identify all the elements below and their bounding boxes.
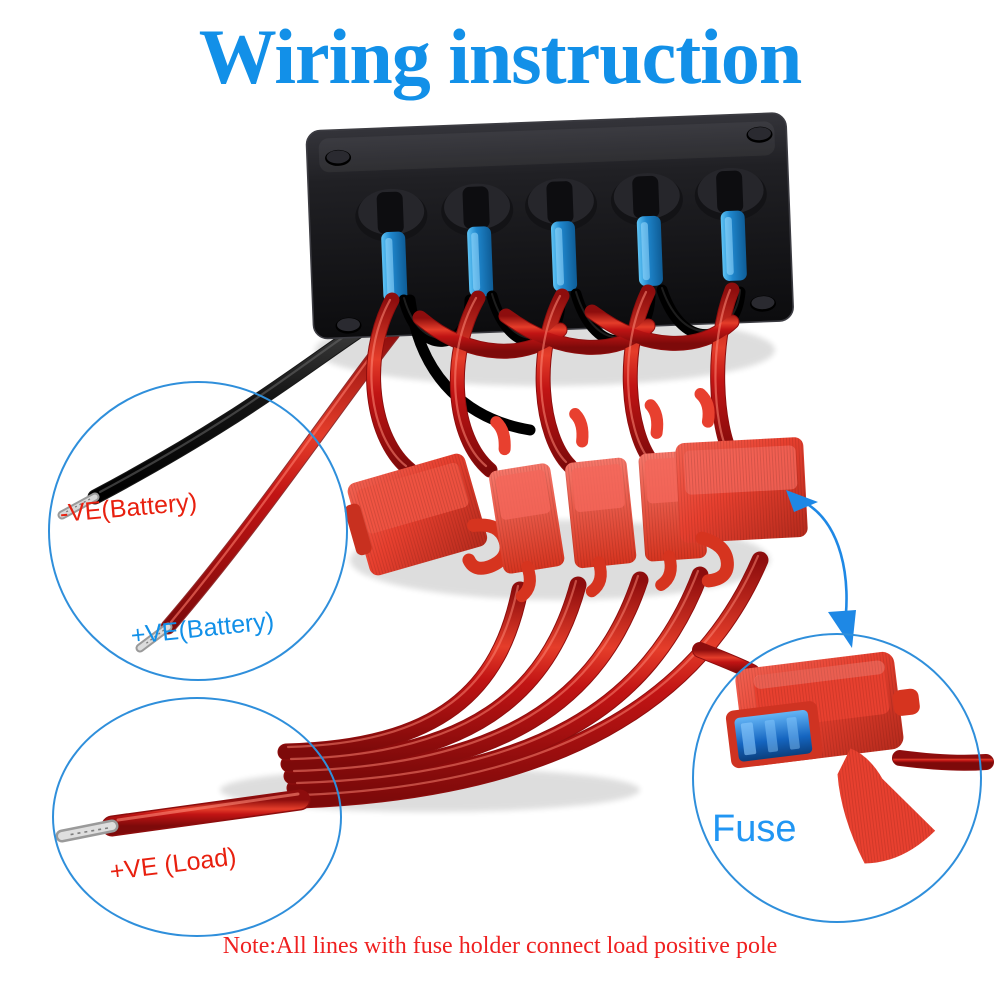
fuse-holder-2	[489, 416, 565, 603]
load-wire-callout-circle	[52, 697, 342, 937]
footer-note: Note:All lines with fuse holder connect …	[222, 933, 778, 959]
label-fuse: Fuse	[712, 808, 797, 850]
switch-harness	[366, 282, 746, 478]
fuse-detail-callout-circle	[692, 633, 982, 923]
fuse-holder-3	[565, 408, 637, 598]
switch-4	[610, 173, 683, 287]
rocker-switch-panel	[305, 112, 794, 340]
inline-fuse-holder-row	[344, 388, 808, 603]
fuse-holder-1	[344, 453, 513, 576]
fuse-holder-4	[638, 399, 707, 591]
panel-mounting-holes	[325, 126, 776, 334]
switch-positions	[355, 167, 767, 302]
fuse-holder-5	[675, 388, 808, 588]
switch-5	[694, 167, 767, 281]
battery-wires-callout-circle	[48, 381, 348, 681]
switch-3	[525, 178, 598, 292]
page-title: Wiring instruction	[198, 13, 802, 100]
fuse-pointer-arrow	[786, 490, 856, 648]
switch-1	[355, 188, 428, 302]
switch-2	[441, 183, 514, 297]
